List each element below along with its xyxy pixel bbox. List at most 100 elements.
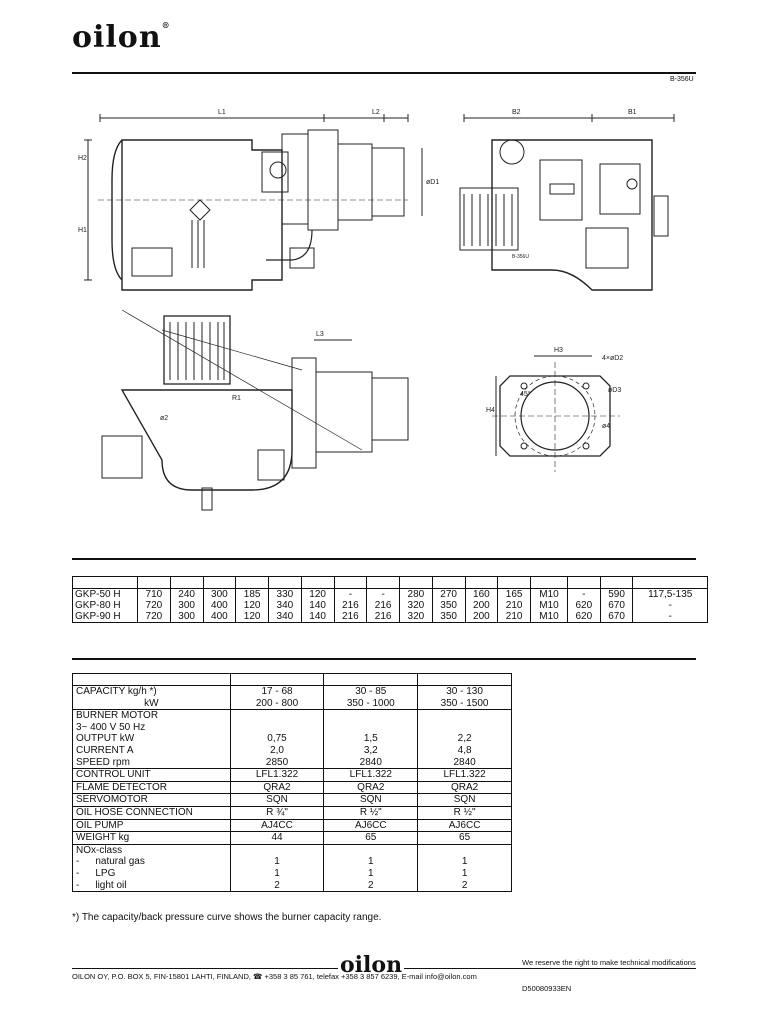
spec-value: 44 xyxy=(229,831,325,845)
dimension-cell: 720 xyxy=(137,600,171,611)
spec-header-row xyxy=(72,673,512,686)
speed-label: SPEED rpm xyxy=(76,756,130,768)
dimension-cell: 400 xyxy=(202,611,237,623)
dimension-cell: 120 xyxy=(235,611,269,623)
spec-value: QRA2 xyxy=(417,780,512,795)
nox-gas-label: natural gas xyxy=(95,856,145,868)
motor-label-cell: BURNER MOTOR 3~ 400 V 50 Hz OUTPUT kW CU… xyxy=(72,709,231,770)
spec-value: LFL1.322 xyxy=(323,768,419,782)
label-angle: 45° xyxy=(520,390,531,398)
dimension-cell: 340 xyxy=(268,600,302,611)
dimension-cell: - xyxy=(333,588,368,600)
dimension-cell: 140 xyxy=(300,600,335,611)
kw-label: kW xyxy=(144,697,159,709)
dimension-cell: 320 xyxy=(399,600,433,611)
motor-supply: 3~ 400 V 50 Hz xyxy=(76,721,146,733)
label-h2: H2 xyxy=(78,155,87,162)
capacity-kgh: 30 - 85 xyxy=(355,686,387,697)
spec-label: CONTROL UNIT xyxy=(72,768,231,782)
side-view-drawing xyxy=(84,114,423,291)
dimension-cell: M10 xyxy=(530,588,568,600)
dimension-cell: 117,5-135 xyxy=(632,588,708,600)
label-l2: L2 xyxy=(372,109,380,116)
table-row: GKP-90 H 720 300 400 120 340 140 216 216… xyxy=(72,611,708,623)
output-value: 1,5 xyxy=(363,733,378,745)
speed-value: 2840 xyxy=(453,756,476,768)
header-cell xyxy=(202,576,237,589)
dimension-cell: 400 xyxy=(202,600,237,611)
dimension-cell: 200 xyxy=(464,611,499,623)
dimension-cell: - xyxy=(632,600,708,611)
spec-value: AJ6CC xyxy=(323,818,419,833)
dimension-cell: 620 xyxy=(566,600,601,611)
section-rule-dimensions xyxy=(72,558,696,560)
dimension-cell: 210 xyxy=(497,611,531,623)
drawing-reference: B-356U xyxy=(670,76,694,83)
model-cell: GKP-50 H xyxy=(72,588,138,600)
capacity-kw: 350 - 1000 xyxy=(346,697,395,709)
dash: - xyxy=(76,867,80,879)
header-cell xyxy=(632,576,708,589)
table-row: GKP-50 H 710 240 300 185 330 120 - - 280… xyxy=(72,588,708,600)
spec-value: R ½" xyxy=(323,805,419,820)
label-r1: R1 xyxy=(232,395,241,402)
spec-value: SQN xyxy=(417,793,512,807)
label-b1: B1 xyxy=(628,109,637,116)
spec-value: QRA2 xyxy=(229,780,325,795)
label-phi2: ø2 xyxy=(160,415,168,422)
header-cell xyxy=(599,576,634,589)
capacity-kgh: 30 - 130 xyxy=(446,686,483,697)
label-d3: øD3 xyxy=(608,387,621,394)
dimension-cell: 590 xyxy=(599,588,634,600)
dimension-cell: 620 xyxy=(566,611,601,623)
dimension-cell: 216 xyxy=(333,600,368,611)
label-d4: ø4 xyxy=(602,423,610,430)
dimension-cell: 240 xyxy=(169,588,204,600)
dimension-cell: 120 xyxy=(235,600,269,611)
dimension-cell: 300 xyxy=(169,600,204,611)
label-d2: 4×øD2 xyxy=(602,355,623,362)
motor-row: BURNER MOTOR 3~ 400 V 50 Hz OUTPUT kW CU… xyxy=(72,709,512,770)
dimension-cell: - xyxy=(632,611,708,623)
current-value: 3,2 xyxy=(363,744,378,756)
spec-value: R ½" xyxy=(417,805,512,820)
label-b2: B2 xyxy=(512,109,521,116)
front-view-drawing: B-356U xyxy=(459,114,675,291)
dimension-cell: 350 xyxy=(431,611,466,623)
phone-icon: ☎ xyxy=(253,972,263,981)
dimension-cell: 160 xyxy=(464,588,499,600)
label-l3: L3 xyxy=(316,331,324,338)
nox-gas-label: LPG xyxy=(95,867,116,879)
output-value: 0,75 xyxy=(267,733,287,745)
document-number: D50080933EN xyxy=(522,984,572,993)
header-cell xyxy=(399,576,433,589)
dimension-cell: 320 xyxy=(399,611,433,623)
header-cell xyxy=(72,576,138,589)
capacity-kw: 350 - 1500 xyxy=(440,697,489,709)
header-cell xyxy=(497,576,531,589)
spec-label: FLAME DETECTOR xyxy=(72,780,231,795)
dimension-cell: 300 xyxy=(169,611,204,623)
header-cell xyxy=(235,576,269,589)
dimension-cell: - xyxy=(366,588,400,600)
header-cell xyxy=(464,576,499,589)
spec-value: SQN xyxy=(323,793,419,807)
header-cell xyxy=(300,576,335,589)
dash: - xyxy=(76,879,80,891)
header-rule xyxy=(72,72,696,74)
dimension-cell: 670 xyxy=(599,611,634,623)
flange-view-drawing xyxy=(492,355,620,472)
current-label: CURRENT A xyxy=(76,744,134,756)
dimension-cell: 165 xyxy=(497,588,531,600)
spec-label: OIL PUMP xyxy=(72,818,231,833)
model-cell: GKP-80 H xyxy=(72,600,138,611)
nox-row: NOx-class -natural gas -LPG -light oil 1… xyxy=(72,843,512,893)
